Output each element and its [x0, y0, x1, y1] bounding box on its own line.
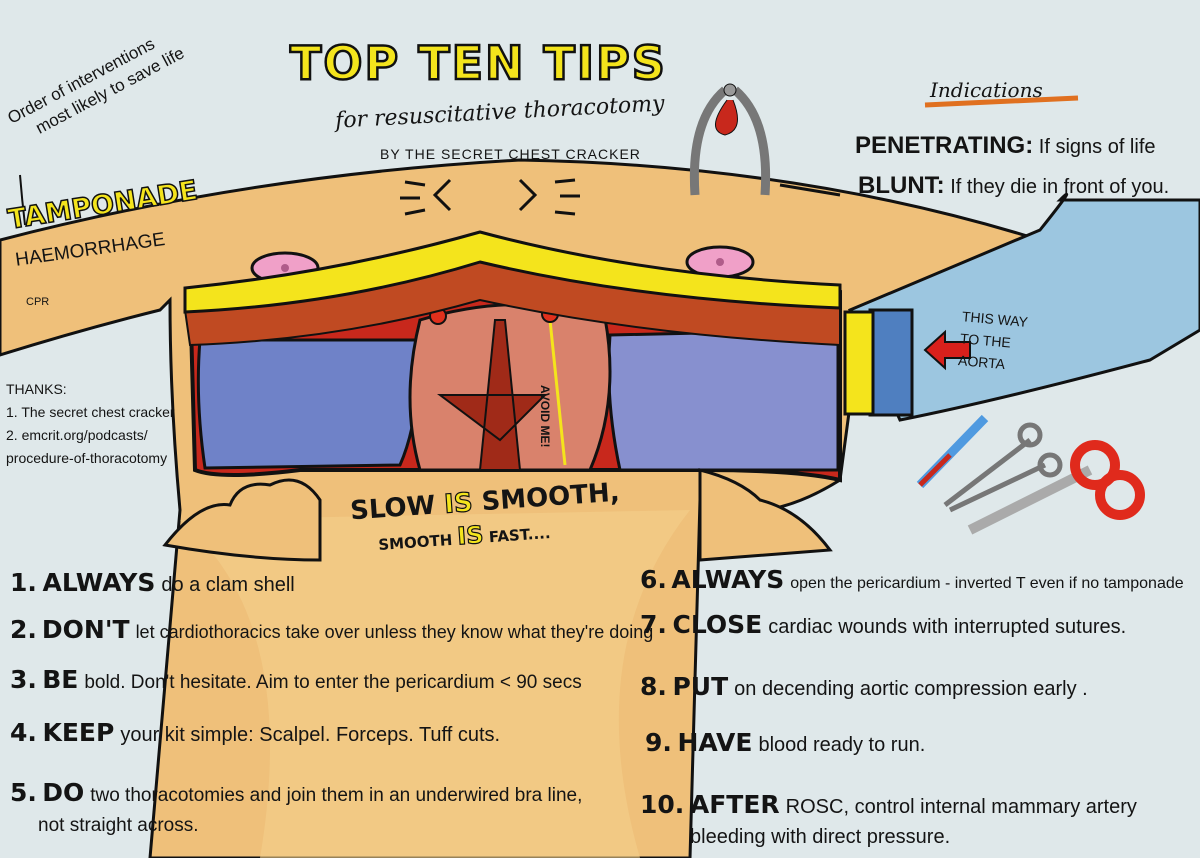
aorta-tube [847, 192, 1200, 422]
phrenic-nerve [548, 319, 567, 466]
blunt-label: BLUNT: [858, 172, 945, 199]
priority-cpr: CPR [26, 296, 50, 308]
aorta-label: THIS WAY TO THE AORTA [957, 305, 1029, 377]
heart-incision [437, 319, 548, 471]
sternum-marks [400, 178, 580, 216]
tip-number: 10. [640, 790, 685, 819]
hands [162, 468, 833, 562]
scalpel-icon [916, 414, 989, 489]
tip-text: let cardiothoracics take over unless the… [135, 622, 654, 642]
tip-text: cardiac wounds with interrupted sutures. [768, 616, 1127, 638]
arm-shading [180, 510, 690, 858]
thanks-3: procedure-of-thoracotomy [6, 450, 168, 466]
forceps-icon [943, 422, 1063, 513]
tip-number: 3. [10, 665, 37, 694]
indications-underline [924, 95, 1079, 108]
thanks-1: 1. The secret chest cracker [6, 404, 175, 420]
order-pointer-line [19, 174, 26, 226]
tip-keyword: HAVE [677, 728, 753, 757]
tip-text: your kit simple: Scalpel. Forceps. Tuff … [120, 724, 501, 746]
tip-keyword: KEEP [42, 718, 115, 747]
tip-text: blood ready to run. [758, 734, 926, 756]
tip-text: do a clam shell [161, 574, 295, 596]
tip-text: ROSC, control internal mammary artery [785, 796, 1137, 818]
tip-keyword: PUT [672, 672, 729, 701]
indications-title: Indications [930, 78, 1043, 102]
byline: BY THE SECRET CHEST CRACKER [380, 146, 641, 162]
tip-number: 2. [10, 615, 37, 644]
page-title: TOP TEN TIPS [289, 35, 667, 92]
motto-a: SLOW [349, 490, 437, 527]
tip-keyword: DO [42, 778, 85, 807]
thanks-2: 2. emcrit.org/podcasts/ [6, 427, 148, 443]
pointer-line [779, 183, 841, 197]
rib-spreader-icon [689, 83, 771, 196]
motto-b: IS [443, 487, 475, 520]
right-nipple-center [716, 258, 724, 266]
tip-text: on decending aortic compression early . [734, 678, 1088, 700]
penetrating-label: PENETRATING: [855, 132, 1034, 159]
motto-f: FAST.... [488, 524, 552, 547]
tip-number: 8. [640, 672, 667, 701]
tip-keyword: DON'T [41, 615, 130, 644]
tip-text: bold. Don't hesitate. Aim to enter the p… [84, 672, 582, 693]
tip-text: two thoracotomies and join them in an un… [90, 785, 583, 806]
tip-number: 7. [640, 610, 667, 639]
tip-keyword: ALWAYS [42, 568, 156, 597]
tip-6: 6. ALWAYS open the pericardium - inverted… [640, 565, 1184, 594]
avoid-me-label: AVOID ME! [538, 385, 552, 448]
tip-number: 4. [10, 718, 37, 747]
tip-text: open the pericardium - inverted T even i… [790, 575, 1184, 592]
tip-keyword: CLOSE [672, 610, 763, 639]
tuff-cuts-icon [967, 440, 1145, 535]
penetrating-text: If signs of life [1038, 136, 1156, 158]
tip-keyword: AFTER [689, 790, 780, 819]
indication-blunt: BLUNT: If they die in front of you. [858, 172, 1169, 200]
tip-keyword: BE [42, 665, 79, 694]
thanks-title: THANKS: [6, 381, 67, 397]
indication-penetrating: PENETRATING: If signs of life [855, 132, 1156, 160]
blunt-text: If they die in front of you. [950, 176, 1170, 198]
tip-number: 6. [640, 565, 667, 594]
tip-10-continued: bleeding with direct pressure. [690, 826, 951, 848]
left-nipple-center [281, 264, 289, 272]
thanks-note: THANKS: 1. The secret chest cracker 2. e… [6, 378, 175, 470]
tip-number: 9. [645, 728, 672, 757]
aorta-clamp-ring [868, 308, 914, 417]
tip-5-continued: not straight across. [38, 815, 199, 836]
right-lung [607, 328, 840, 472]
motto-e: IS [456, 520, 485, 551]
tip-number: 1. [10, 568, 37, 597]
motto-d: SMOOTH [377, 530, 453, 554]
aorta-tube-collar [843, 310, 875, 416]
arrow-icon [923, 329, 971, 371]
tip-number: 5. [10, 778, 37, 807]
left-lung [196, 338, 422, 470]
tip-keyword: ALWAYS [671, 565, 785, 594]
fat-band [183, 230, 842, 314]
